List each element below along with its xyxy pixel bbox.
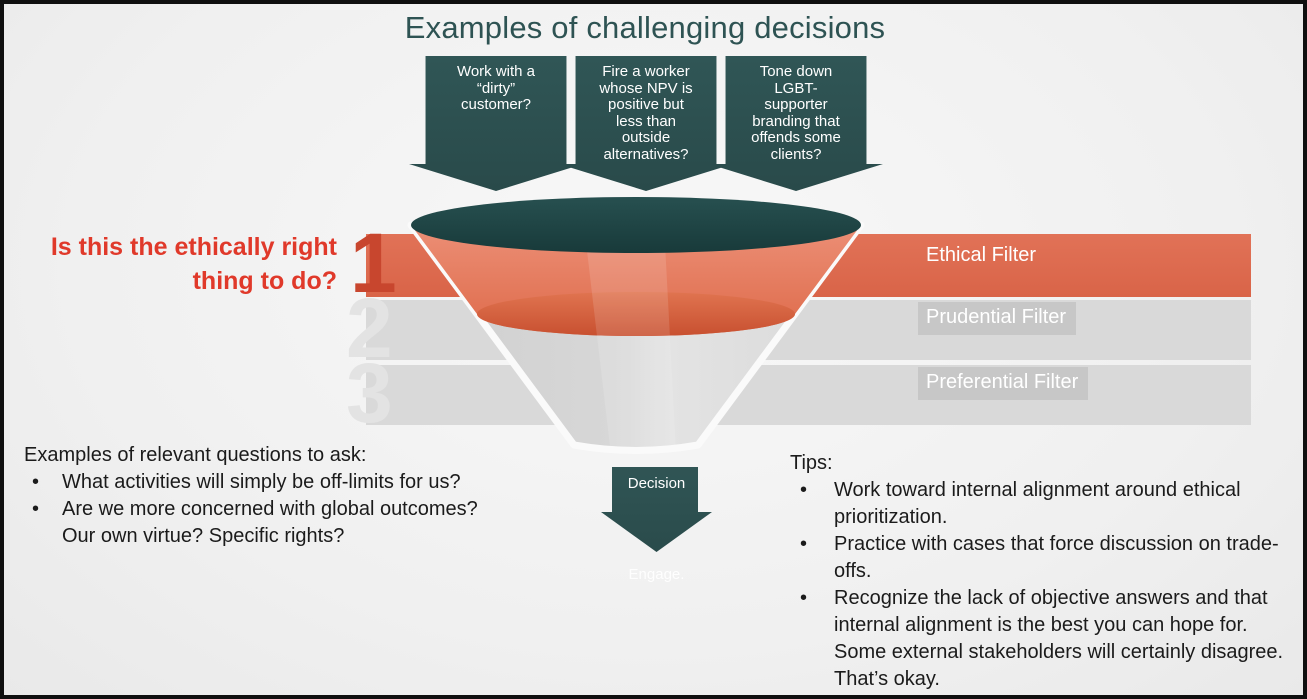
tips-list: Work toward internal alignment around et…	[790, 477, 1303, 693]
example-arrow-1: Work with a “dirty” customer?	[409, 56, 583, 191]
filter-number-1: 1	[350, 216, 397, 310]
example-arrow-2-label: Fire a worker whose NPV is positive but …	[599, 63, 693, 163]
tip-item: Practice with cases that force discussio…	[790, 531, 1303, 585]
ethics-question: Is this the ethically right thing to do?	[50, 233, 337, 295]
prudential-filter-label: Prudential Filter	[918, 302, 1077, 335]
example-arrow-2: Fire a worker whose NPV is positive but …	[559, 56, 733, 191]
decision-arrow-label: Decision	[627, 475, 686, 492]
preferential-filter-band	[366, 365, 1251, 425]
filter-number-2: 2	[346, 281, 393, 375]
prudential-filter-label-text: Prudential Filter	[918, 302, 1077, 335]
questions-list: What activities will simply be off-limit…	[24, 469, 507, 550]
question-item: Are we more concerned with global outcom…	[24, 496, 507, 550]
preferential-filter-label: Preferential Filter	[918, 367, 1089, 400]
example-arrow-3-label: Tone down LGBT-supporter branding that o…	[751, 63, 841, 163]
preferential-filter-label-text: Preferential Filter	[918, 367, 1089, 400]
ethical-filter-band	[366, 234, 1251, 297]
engage-label: Engage.	[628, 566, 685, 583]
page-title: Examples of challenging decisions	[404, 10, 886, 45]
tip-item: Recognize the lack of objective answers …	[790, 585, 1303, 693]
tip-item: Work toward internal alignment around et…	[790, 477, 1303, 531]
question-item: What activities will simply be off-limit…	[24, 469, 507, 496]
prudential-filter-band	[366, 300, 1251, 360]
example-arrow-1-label: Work with a “dirty” customer?	[456, 63, 536, 113]
filter-number-3: 3	[346, 346, 393, 440]
relevant-questions-block: Examples of relevant questions to ask: W…	[24, 442, 507, 550]
decision-arrow: Decision	[601, 467, 712, 552]
ethical-filter-label: Ethical Filter	[926, 244, 1037, 266]
tips-block: Tips: Work toward internal alignment aro…	[790, 450, 1303, 693]
example-arrow-3: Tone down LGBT-supporter branding that o…	[709, 56, 883, 191]
tips-heading: Tips:	[790, 452, 833, 474]
questions-heading: Examples of relevant questions to ask:	[24, 444, 367, 466]
